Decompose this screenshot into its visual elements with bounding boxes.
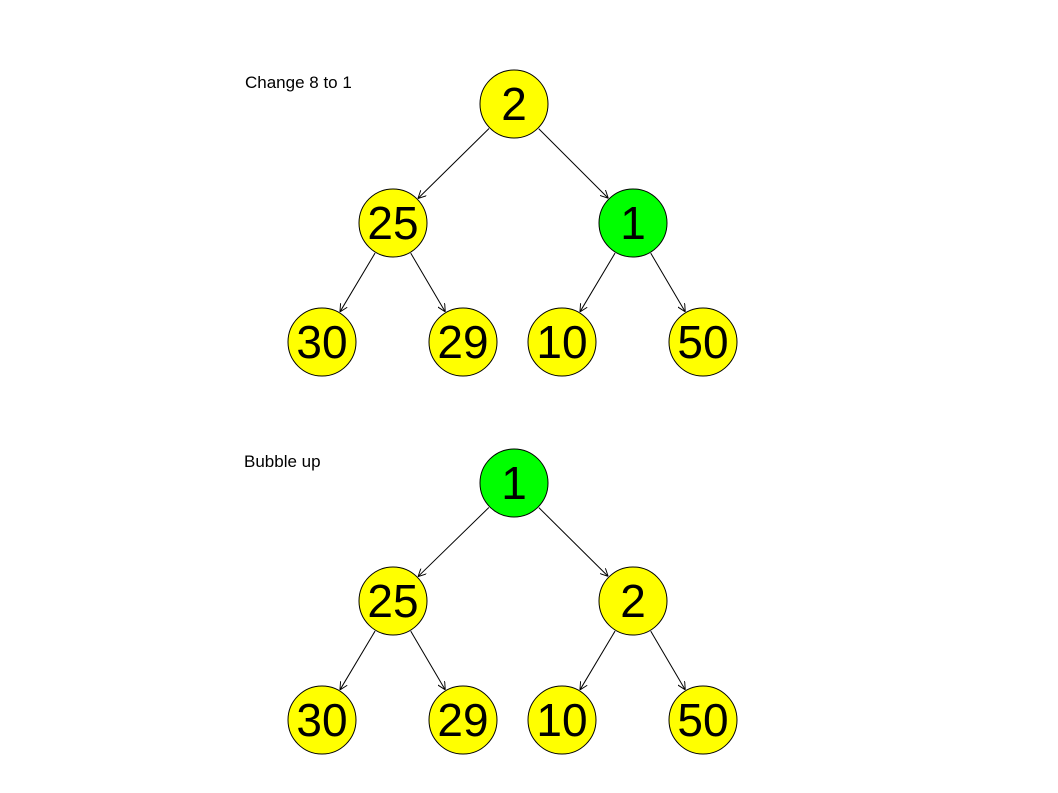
edge-l-to-lr (410, 630, 446, 690)
node-value: 10 (536, 694, 587, 746)
heap-node-ll: 30 (287, 685, 357, 755)
node-value: 50 (677, 694, 728, 746)
node-circle (287, 685, 357, 755)
node-value: 50 (677, 316, 728, 368)
heap-tree-1: Change 8 to 1 2 25 1 30 29 10 50 (245, 69, 738, 377)
node-circle (527, 685, 597, 755)
node-circle (428, 307, 498, 377)
node-value: 1 (620, 197, 646, 249)
node-circle (479, 69, 549, 139)
edge-root-to-r (538, 507, 608, 577)
edge-r-to-rr (650, 252, 686, 312)
node-circle (668, 685, 738, 755)
node-circle (668, 307, 738, 377)
node-value: 29 (437, 316, 488, 368)
heap-node-l: 25 (358, 566, 428, 636)
edge-root-to-l (418, 507, 490, 576)
edge-r-to-rl (580, 630, 616, 690)
node-circle (428, 685, 498, 755)
node-circle (287, 307, 357, 377)
heap-node-r: 2 (598, 566, 668, 636)
heap-node-root: 1 (479, 448, 549, 518)
heap-tree-2: Bubble up 1 25 2 30 29 10 50 (244, 448, 738, 755)
node-value: 2 (620, 575, 646, 627)
node-value: 29 (437, 694, 488, 746)
heap-node-r: 1 (598, 188, 668, 258)
node-value: 30 (296, 316, 347, 368)
heap-node-root: 2 (479, 69, 549, 139)
heap-node-rr: 50 (668, 685, 738, 755)
node-value: 10 (536, 316, 587, 368)
edge-root-to-r (538, 128, 609, 199)
heap-node-rl: 10 (527, 685, 597, 755)
node-value: 25 (367, 197, 418, 249)
edge-r-to-rl (580, 252, 616, 312)
node-circle (358, 188, 428, 258)
node-value: 30 (296, 694, 347, 746)
node-value: 1 (501, 457, 527, 509)
node-circle (358, 566, 428, 636)
heap-node-rl: 10 (527, 307, 597, 377)
heap-node-l: 25 (358, 188, 428, 258)
step-caption: Bubble up (244, 452, 321, 471)
node-value: 2 (501, 78, 527, 130)
step-caption: Change 8 to 1 (245, 73, 352, 92)
edge-root-to-l (418, 128, 490, 199)
node-circle (598, 566, 668, 636)
heap-node-lr: 29 (428, 307, 498, 377)
heap-node-ll: 30 (287, 307, 357, 377)
heap-node-lr: 29 (428, 685, 498, 755)
node-circle (598, 188, 668, 258)
edge-l-to-ll (340, 630, 376, 690)
edge-r-to-rr (650, 630, 686, 690)
heap-node-rr: 50 (668, 307, 738, 377)
edge-l-to-ll (340, 252, 376, 312)
node-circle (479, 448, 549, 518)
node-value: 25 (367, 575, 418, 627)
edge-l-to-lr (410, 252, 446, 312)
node-circle (527, 307, 597, 377)
